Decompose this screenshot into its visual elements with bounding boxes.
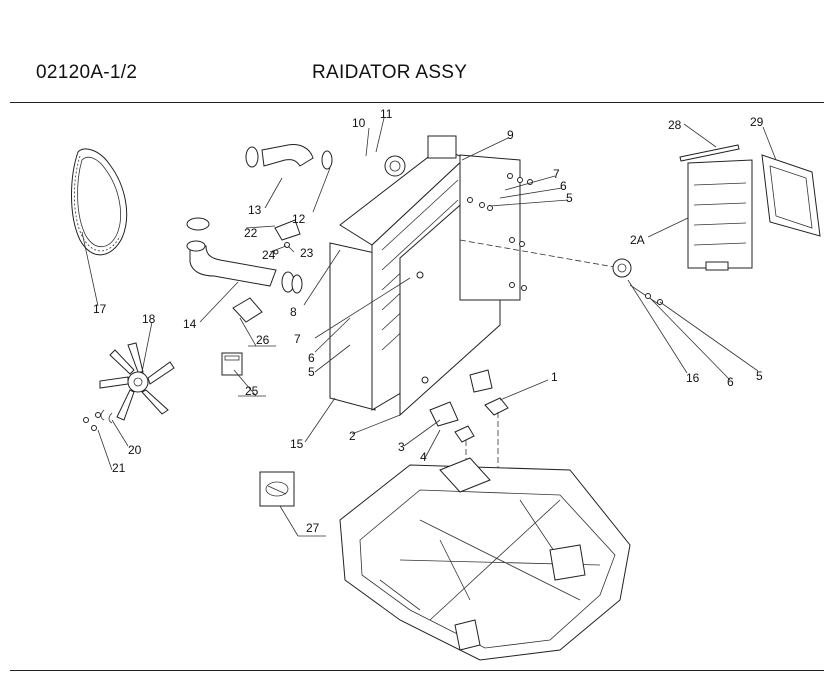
callout-leaders [81,117,777,537]
part-radiator-core [329,135,521,417]
callout-29: 29 [750,115,764,129]
footer-rule [10,670,824,671]
callout-labels: 1 2 2A 3 4 5 5 5 6 6 6 7 7 8 9 10 11 12 … [93,107,764,535]
callout-13: 13 [248,203,262,217]
part-fan-belt [71,148,128,256]
part-grille-panel [687,159,753,271]
callout-27: 27 [306,521,320,535]
callout-12: 12 [292,212,306,226]
callout-28: 28 [668,118,682,132]
callout-22: 22 [244,226,258,240]
callout-17: 17 [93,302,107,316]
page-title: RAIDATOR ASSY [312,62,468,83]
callout-20: 20 [128,443,142,457]
part-lower-hose [186,217,303,294]
part-radiator-cap [459,239,663,306]
callout-14: 14 [183,317,197,331]
callout-11: 11 [380,107,393,121]
callout-3: 3 [398,440,405,454]
callout-8: 8 [290,305,297,319]
callout-9: 9 [507,128,514,142]
page-code: 02120A-1/2 [36,62,138,83]
callout-16: 16 [686,371,700,385]
callout-25: 25 [245,384,259,398]
callout-6a: 6 [560,179,567,193]
callout-6c: 6 [727,375,734,389]
callout-24: 24 [262,248,276,262]
callout-5b: 5 [308,365,315,379]
part-cooling-fan [99,342,175,421]
callout-2a: 2A [630,233,645,247]
callout-2: 2 [349,429,356,443]
part-chassis-frame [339,457,631,661]
part-fan-bolts [83,409,113,431]
callout-4: 4 [420,450,427,464]
part-shroud-frame [761,154,821,237]
callout-7a: 7 [553,167,560,181]
callout-18: 18 [142,312,156,326]
callout-26: 26 [256,333,270,347]
part-mount-bolts [416,173,533,384]
callout-1: 1 [551,370,558,384]
part-upper-hose [245,144,333,170]
callout-5a: 5 [566,191,573,205]
part-mount-pads [429,369,509,560]
callout-5c: 5 [756,369,763,383]
callout-7b: 7 [294,332,301,346]
part-hose-clamp [259,471,295,507]
callout-underlines [238,345,326,537]
part-small-brackets [221,219,301,376]
part-seal-strip [679,144,740,162]
callout-10: 10 [352,116,366,130]
callout-15: 15 [290,437,304,451]
header-rule [10,102,824,103]
callout-23: 23 [300,246,314,260]
callout-21: 21 [112,461,126,475]
callout-6b: 6 [308,351,315,365]
